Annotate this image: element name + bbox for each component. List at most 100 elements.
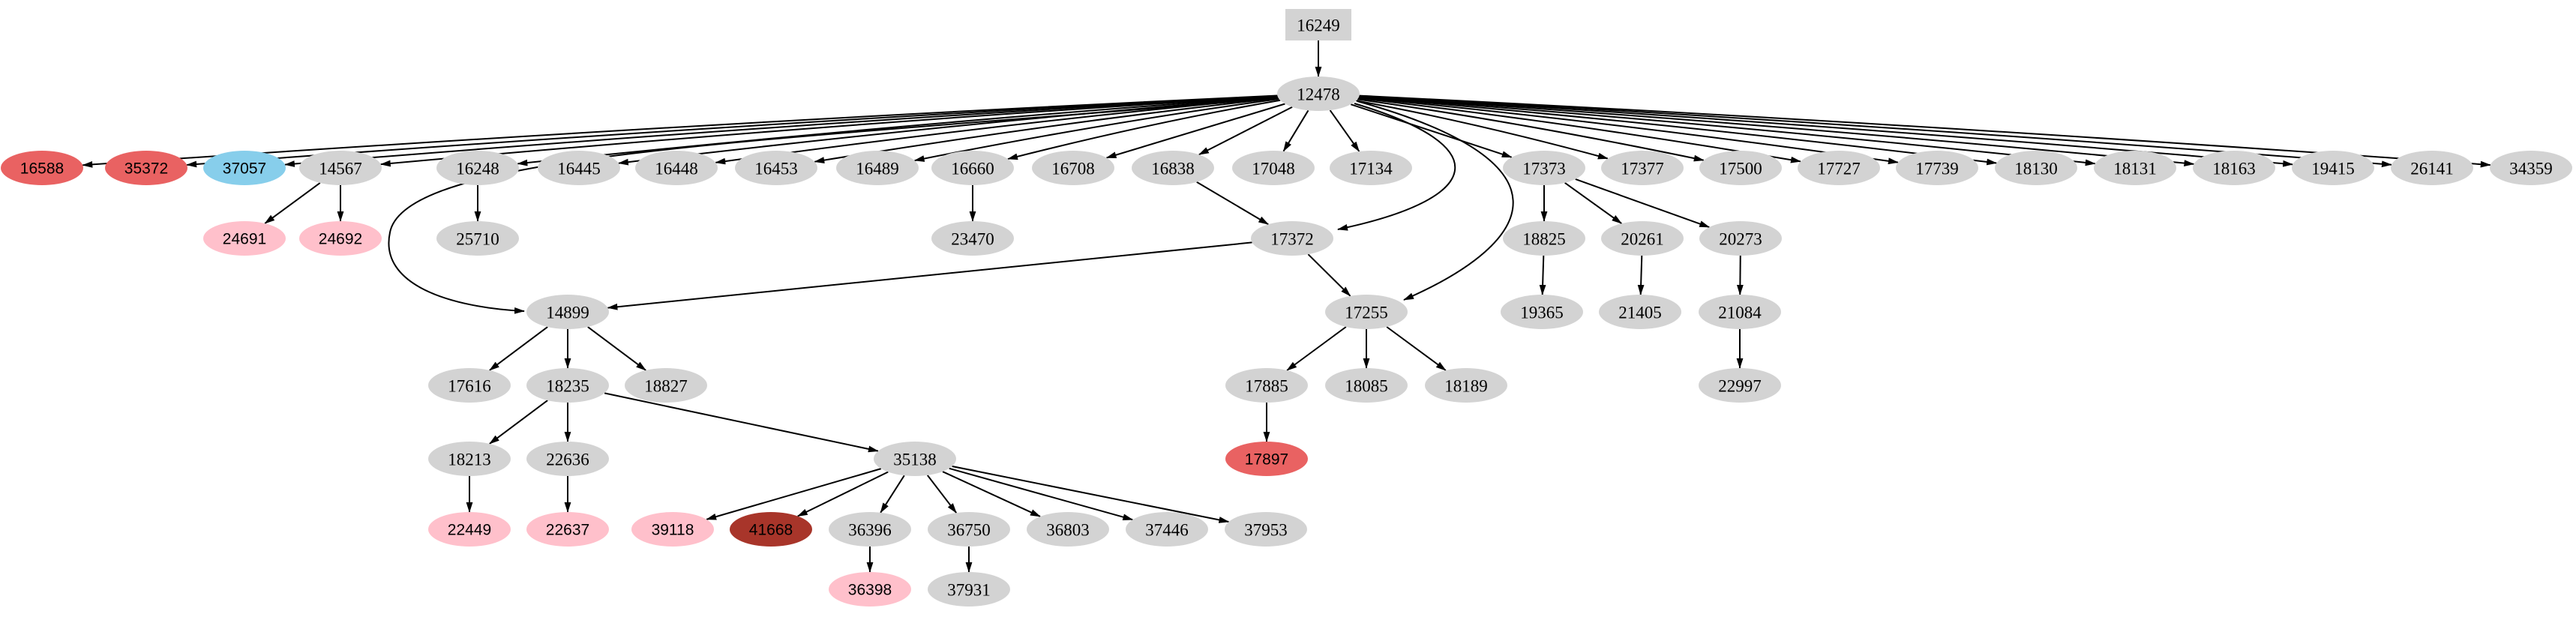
- node-label: 16453: [754, 160, 798, 178]
- edge-20261-21405: [1637, 255, 1645, 296]
- node-label: 18825: [1522, 230, 1566, 249]
- node-label: 16248: [456, 160, 499, 178]
- edge-35138-39118: [706, 468, 882, 520]
- graph-node-41668: 41668: [730, 512, 812, 547]
- node-ellipse: [928, 572, 1010, 607]
- node-ellipse: [1277, 76, 1360, 111]
- node-ellipse: [1699, 151, 1782, 185]
- node-label: 16448: [655, 160, 698, 178]
- node-label: 22449: [448, 522, 491, 539]
- node-label: 17616: [448, 377, 491, 396]
- node-ellipse: [299, 221, 382, 256]
- graph-node-37931: 37931: [928, 572, 1010, 607]
- node-ellipse: [1225, 368, 1308, 403]
- node-label: 17377: [1621, 160, 1664, 178]
- graph-node-18825: 18825: [1503, 221, 1585, 256]
- graph-node-17048: 17048: [1232, 151, 1315, 185]
- node-label: 20273: [1719, 230, 1762, 249]
- graph-node-18189: 18189: [1425, 368, 1507, 403]
- edge-17373-20273: [1575, 178, 1711, 228]
- graph-node-17134: 17134: [1330, 151, 1412, 185]
- edge-17373-20261: [1564, 182, 1623, 224]
- node-label: 36398: [848, 582, 892, 599]
- node-label: 37953: [1244, 521, 1288, 540]
- edge-35138-36750: [926, 475, 958, 514]
- node-ellipse: [1503, 221, 1585, 256]
- node-ellipse: [931, 221, 1014, 256]
- graph-node-16453: 16453: [735, 151, 817, 185]
- node-ellipse: [874, 442, 956, 476]
- node-label: 25710: [456, 230, 499, 249]
- graph-node-16489: 16489: [836, 151, 919, 185]
- graph-node-36398: 36398: [829, 572, 911, 607]
- graph-node-16708: 16708: [1032, 151, 1114, 185]
- node-ellipse: [1601, 151, 1684, 185]
- graph-node-17739: 17739: [1896, 151, 1978, 185]
- node-label: 22637: [546, 522, 589, 539]
- edge-16838-17372: [1196, 181, 1270, 226]
- graph-node-18130: 18130: [1995, 151, 2077, 185]
- edge-12478-16445: [617, 96, 1279, 166]
- node-ellipse: [436, 221, 519, 256]
- node-label: 34359: [2509, 160, 2553, 178]
- node-label: 16445: [557, 160, 601, 178]
- node-ellipse: [1032, 151, 1114, 185]
- graph-node-22997: 22997: [1699, 368, 1781, 403]
- node-label: 17255: [1345, 304, 1388, 322]
- graph-node-21084: 21084: [1699, 295, 1781, 329]
- node-label: 37057: [223, 160, 266, 178]
- edge-17255-18189: [1386, 326, 1447, 371]
- edge-18235-35138: [604, 392, 879, 453]
- node-label: 17727: [1817, 160, 1861, 178]
- node-label: 17897: [1245, 451, 1288, 469]
- node-label: 18213: [448, 451, 491, 469]
- node-label: 21405: [1618, 304, 1662, 322]
- node-ellipse: [526, 368, 609, 403]
- edge-12478-17727: [1357, 97, 1801, 163]
- node-ellipse: [635, 151, 718, 185]
- node-ellipse: [2094, 151, 2176, 185]
- node-ellipse: [538, 151, 620, 185]
- edge-35138-41668: [796, 471, 889, 517]
- node-label: 16489: [856, 160, 899, 178]
- node-ellipse: [1699, 221, 1782, 256]
- graph-node-18235: 18235: [526, 368, 609, 403]
- node-ellipse: [1699, 368, 1781, 403]
- edge-14899-18827: [587, 326, 646, 371]
- graph-node-37953: 37953: [1225, 512, 1307, 547]
- node-ellipse: [526, 442, 609, 476]
- graph-node-23470: 23470: [931, 221, 1014, 256]
- node-label: 21084: [1718, 304, 1762, 322]
- node-label: 16708: [1051, 160, 1095, 178]
- edge-12478-17048: [1282, 109, 1309, 152]
- node-ellipse: [631, 512, 714, 547]
- node-ellipse: [1225, 512, 1307, 547]
- edge-14899-17616: [489, 326, 548, 371]
- node-label: 14899: [546, 304, 589, 322]
- edge-17372-17255: [1307, 253, 1351, 297]
- node-label: 18131: [2113, 160, 2157, 178]
- graph-node-36396: 36396: [829, 512, 911, 547]
- edge-12478-18163: [1359, 95, 2195, 166]
- node-label: 36803: [1046, 521, 1090, 540]
- edge-12478-16708: [1105, 103, 1285, 159]
- edge-12478-16838: [1198, 106, 1293, 156]
- graph-node-34359: 34359: [2490, 151, 2572, 185]
- node-label: 17134: [1349, 160, 1393, 178]
- node-ellipse: [1126, 512, 1208, 547]
- node-ellipse: [1325, 295, 1408, 329]
- node-ellipse: [526, 512, 609, 547]
- graph-node-17373: 17373: [1503, 151, 1585, 185]
- edge-18235-18213: [489, 400, 548, 445]
- node-ellipse: [730, 512, 812, 547]
- node-label: 16660: [951, 160, 994, 178]
- graph-node-17897: 17897: [1225, 442, 1308, 476]
- graph-node-19365: 19365: [1501, 295, 1583, 329]
- graph-node-16249: 16249: [1285, 9, 1351, 40]
- node-ellipse: [1798, 151, 1880, 185]
- node-ellipse: [1601, 221, 1684, 256]
- graph-node-36803: 36803: [1027, 512, 1109, 547]
- node-label: 39118: [652, 522, 694, 539]
- edge-12478-17377: [1356, 100, 1609, 160]
